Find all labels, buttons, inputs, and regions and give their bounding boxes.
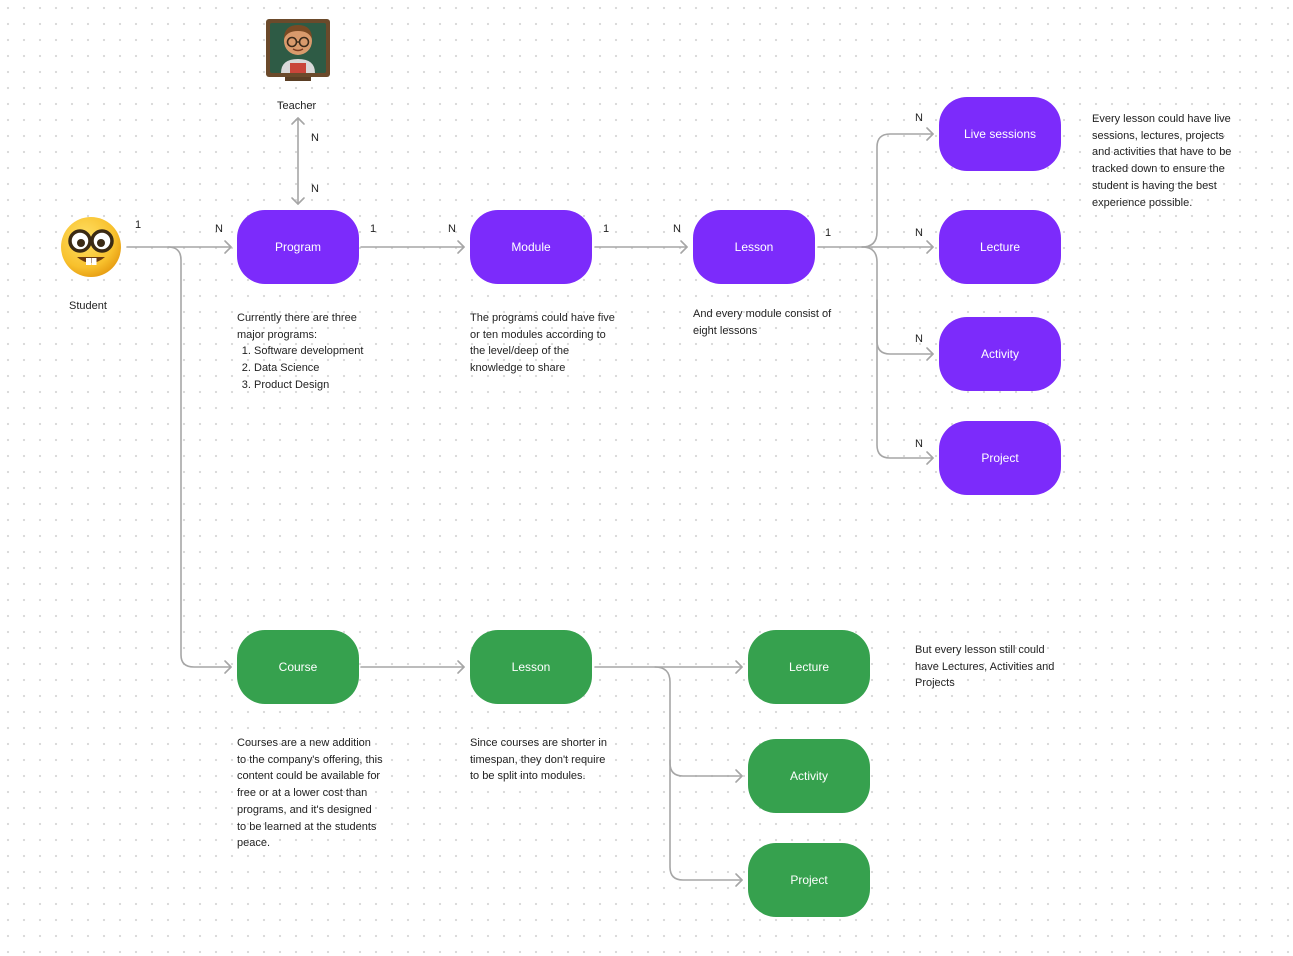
live-sessions-node-label: Live sessions — [963, 127, 1037, 141]
program-top-arrowhead — [291, 197, 305, 205]
course-node[interactable]: Course — [237, 630, 359, 704]
activity-node-label: Activity — [980, 347, 1019, 361]
cardinality-label: N — [448, 223, 456, 235]
course-lessons-note: Since courses are shorter in timespan, t… — [470, 737, 607, 783]
cardinality-label: N — [915, 333, 923, 345]
module-node-label: Module — [511, 240, 551, 254]
programs-note: Currently there are three major programs… — [237, 310, 387, 394]
programs-list-item: Software development — [254, 343, 387, 360]
programs-list-item: Product Design — [254, 377, 387, 394]
lecture-node-label: Lecture — [979, 240, 1021, 254]
course-node-label: Course — [278, 660, 318, 674]
student-label: Student — [69, 300, 107, 312]
course-project-node-label: Project — [790, 873, 828, 887]
student-icon — [59, 215, 123, 284]
cardinality-label: N — [311, 183, 319, 195]
course-lesson-activity-connector — [654, 666, 743, 777]
course-project-node[interactable]: Project — [748, 843, 870, 917]
cardinality-label: N — [673, 223, 681, 235]
teacher-label: Teacher — [277, 100, 317, 112]
courses-note: Courses are a new addition to the compan… — [237, 737, 383, 850]
lesson-project-connector — [876, 299, 934, 459]
modules-note: The programs could have five or ten modu… — [470, 312, 615, 375]
cardinality-label: 1 — [603, 223, 610, 235]
module-node[interactable]: Module — [470, 210, 592, 284]
cardinality-label: 1 — [825, 227, 832, 239]
course-lesson-content-note: But every lesson still could have Lectur… — [915, 644, 1055, 690]
programs-list: Software development Data Science Produc… — [237, 343, 387, 393]
lesson-node-label: Lesson — [734, 240, 774, 254]
project-node-label: Project — [981, 451, 1019, 465]
student-course-connector — [167, 246, 232, 668]
cardinality-label: N — [311, 132, 319, 144]
project-node[interactable]: Project — [939, 421, 1061, 495]
teacher-icon — [265, 15, 331, 88]
lecture-node[interactable]: Lecture — [939, 210, 1061, 284]
lesson-node[interactable]: Lesson — [693, 210, 815, 284]
programs-list-item: Data Science — [254, 360, 387, 377]
course-lesson-node-label: Lesson — [511, 660, 551, 674]
teacher-arrowhead — [291, 117, 305, 125]
programs-note-intro: Currently there are three major programs… — [237, 312, 357, 341]
activity-node[interactable]: Activity — [939, 317, 1061, 391]
course-lecture-node-label: Lecture — [788, 660, 830, 674]
cardinality-label: 1 — [370, 223, 377, 235]
program-node-label: Program — [274, 240, 321, 254]
program-node[interactable]: Program — [237, 210, 359, 284]
cardinality-label: 1 — [135, 219, 142, 231]
course-activity-node[interactable]: Activity — [748, 739, 870, 813]
course-activity-node-label: Activity — [789, 769, 828, 783]
course-lesson-project-connector — [669, 759, 743, 881]
cardinality-label: N — [915, 112, 923, 124]
course-lesson-node[interactable]: Lesson — [470, 630, 592, 704]
lessons-note: And every module consist of eight lesson… — [693, 308, 832, 337]
cardinality-label: N — [915, 438, 923, 450]
live-sessions-node[interactable]: Live sessions — [939, 97, 1061, 171]
course-lecture-node[interactable]: Lecture — [748, 630, 870, 704]
lesson-content-note: Every lesson could have live sessions, l… — [1092, 113, 1232, 209]
cardinality-label: N — [215, 223, 223, 235]
lesson-live-sessions-connector — [861, 133, 934, 248]
cardinality-label: N — [915, 227, 923, 239]
